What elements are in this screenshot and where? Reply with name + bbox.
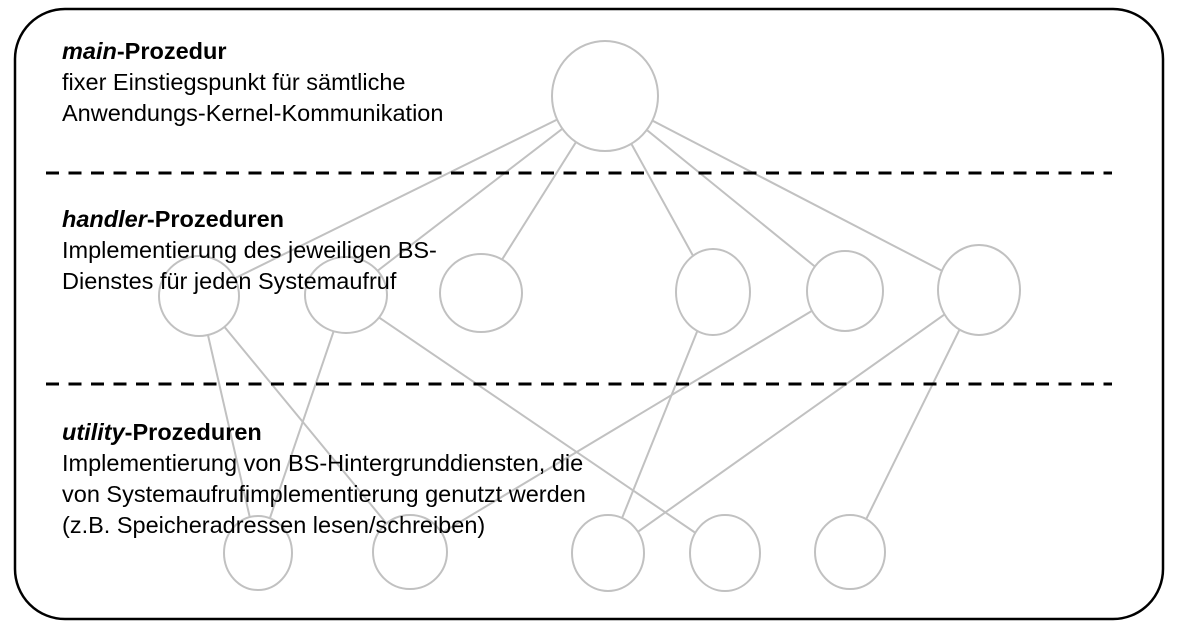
outer-border [13, 7, 1165, 621]
utility-procedures-title: utility-Prozeduren [62, 417, 586, 448]
main-procedure-title: main-Prozedur [62, 36, 443, 67]
main-procedure-desc-line1: fixer Einstiegspunkt für sämtliche [62, 69, 406, 95]
edge-handler-1-utility-1 [198, 295, 259, 554]
node-utility-2 [372, 514, 448, 590]
utility-procedures-desc-line1: Implementierung von BS-Hintergrunddienst… [62, 450, 584, 476]
node-handler-6 [937, 244, 1021, 336]
handler-procedures-label: handler-Prozeduren Implementierung des j… [62, 204, 437, 297]
node-utility-5 [814, 514, 886, 590]
node-handler-2 [304, 256, 388, 334]
handler-procedures-desc-line1: Implementierung des jeweiligen BS- [62, 237, 437, 263]
edge-main-handler-6 [604, 95, 980, 291]
utility-procedures-title-rest: -Prozeduren [124, 419, 262, 445]
utility-procedures-title-italic: utility [62, 419, 125, 445]
utility-procedures-desc-line3: (z.B. Speicheradressen lesen/schreiben) [62, 512, 486, 538]
node-utility-1 [223, 515, 293, 591]
node-main [551, 40, 659, 152]
edge-handler-2-utility-1 [257, 294, 347, 554]
edge-handler-4-utility-3 [607, 291, 714, 554]
edge-main-handler-1 [198, 95, 606, 297]
node-handler-5 [806, 250, 884, 332]
main-procedure-label: main-Prozedur fixer Einstiegspunkt für s… [62, 36, 443, 129]
node-handler-1 [158, 255, 240, 337]
utility-procedures-label: utility-Prozeduren Implementierung von B… [62, 417, 586, 541]
edge-handler-6-utility-5 [849, 289, 980, 553]
edge-handler-2-utility-4 [345, 294, 726, 554]
main-procedure-desc-line2: Anwendungs-Kernel-Kommunikation [62, 100, 444, 126]
edge-handler-1-utility-2 [198, 295, 411, 553]
node-utility-4 [689, 514, 761, 592]
edge-handler-5-utility-2 [409, 290, 846, 553]
edge-handler-6-utility-3 [607, 289, 980, 554]
handler-procedures-title: handler-Prozeduren [62, 204, 437, 235]
node-utility-3 [571, 514, 645, 592]
node-handler-4 [675, 248, 751, 336]
main-procedure-title-italic: main [62, 38, 117, 64]
node-handler-3 [439, 253, 523, 333]
main-procedure-title-rest: -Prozedur [116, 38, 227, 64]
handler-procedures-title-italic: handler [62, 206, 147, 232]
handler-procedures-title-rest: -Prozeduren [146, 206, 284, 232]
utility-procedures-desc-line2: von Systemaufrufimplementierung genutzt … [62, 481, 586, 507]
handler-procedures-desc-line2: Dienstes für jeden Systemaufruf [62, 268, 397, 294]
